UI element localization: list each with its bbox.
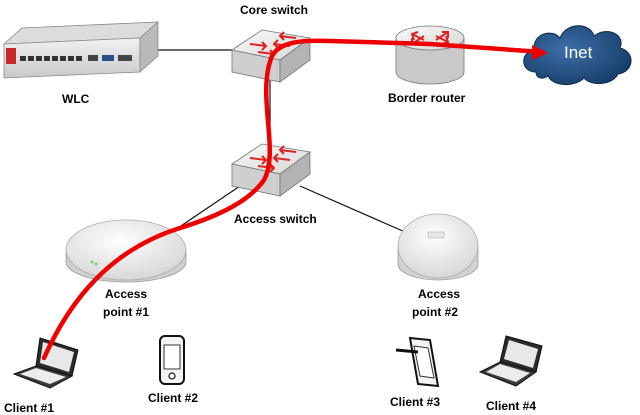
inet-cloud-icon (523, 25, 632, 85)
border-router-label: Border router (388, 91, 466, 105)
traffic-arrow-head (532, 45, 548, 60)
core-switch-label: Core switch (240, 3, 308, 17)
traffic-path (41, 38, 545, 361)
inet-label: Inet (564, 43, 593, 62)
laptop-icon-client-4 (478, 335, 543, 387)
access-point-1-label-line1: Access (105, 287, 147, 301)
border-router-icon (395, 25, 465, 85)
access-point-2-label-line2: point #2 (412, 305, 458, 319)
access-switch-label: Access switch (234, 212, 317, 226)
access-point-2-icon (397, 213, 479, 281)
client-1-label: Client #1 (4, 401, 54, 415)
phone-icon-client-2 (159, 335, 185, 385)
client-2-label: Client #2 (148, 391, 198, 405)
access-point-1-label-line2: point #1 (103, 305, 149, 319)
client-4-label: Client #4 (486, 399, 536, 413)
tablet-icon-client-3 (395, 336, 440, 388)
wlc-label: WLC (62, 92, 90, 106)
wlc-device-icon (2, 21, 160, 79)
laptop-icon-client-1 (12, 337, 79, 389)
link-access-ap1 (171, 185, 241, 233)
access-point-2-label-line1: Access (418, 287, 460, 301)
access-point-1-icon (65, 219, 187, 283)
core-switch-icon (230, 29, 312, 83)
client-3-label: Client #3 (390, 395, 440, 409)
link-access-ap2 (299, 185, 406, 233)
